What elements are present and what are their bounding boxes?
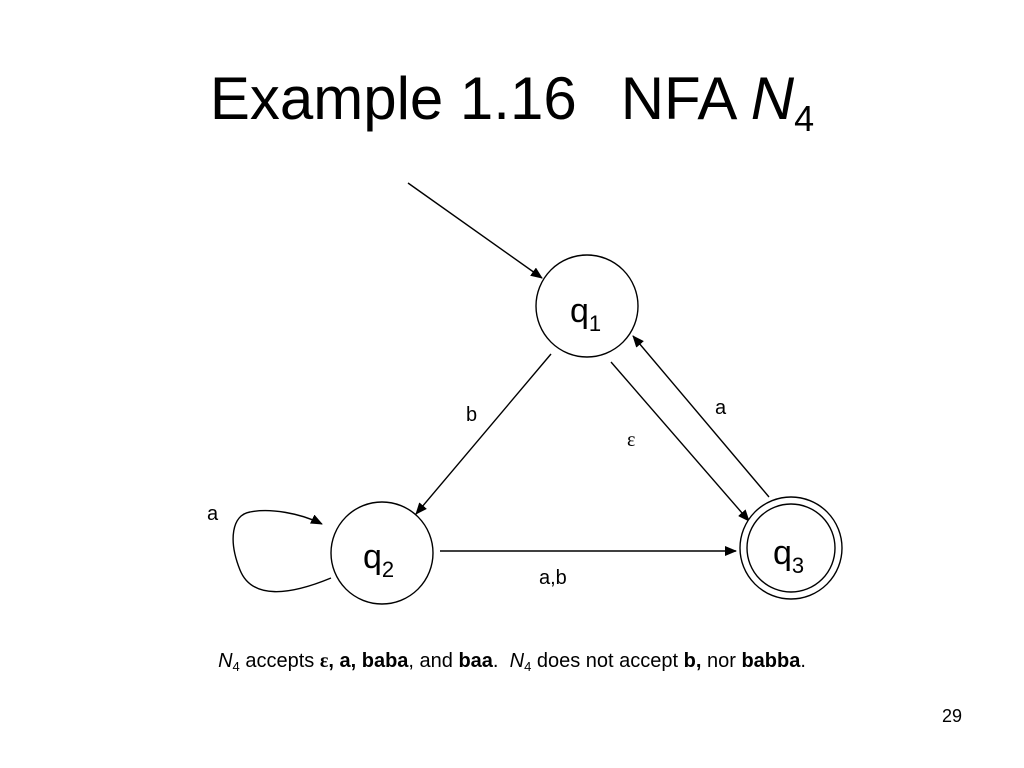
state-q3-label: q3	[773, 534, 804, 578]
caption-accepts: accepts	[245, 650, 315, 672]
state-q2-label: q2	[363, 538, 394, 582]
caption-machine-2-sub: 4	[524, 659, 532, 674]
state-q1	[535, 254, 639, 358]
caption-epsilon: ε	[319, 650, 329, 672]
state-q3-accept-ring	[746, 503, 836, 593]
edge-q1-q2	[415, 353, 552, 515]
start-arrow	[407, 182, 543, 279]
caption-machine-sub: 4	[232, 659, 240, 674]
slide-number: 29	[941, 706, 962, 726]
edge-q2-q3-label: a,b	[539, 567, 567, 589]
caption-baa: baa	[458, 650, 493, 672]
caption-accepted-list: , a, baba	[328, 650, 409, 672]
caption-end: .	[800, 650, 806, 672]
caption-nor: nor	[706, 650, 736, 672]
caption-period: .	[492, 650, 499, 672]
state-q2	[330, 501, 434, 605]
caption-b: b,	[683, 650, 702, 672]
edge-q2-loop	[232, 509, 332, 593]
edge-q2-loop-label: a	[207, 503, 219, 525]
edge-q1-q2-label: b	[466, 404, 477, 426]
title-machine: NFA	[620, 65, 735, 132]
caption-machine: N	[218, 650, 233, 672]
state-q1-label: q1	[570, 292, 601, 336]
edge-q3-q1-label: a	[715, 397, 727, 419]
caption: N4 accepts ε, a, baba, and baa. N4 does …	[0, 650, 1024, 673]
caption-and: , and	[408, 650, 453, 672]
slide-title: Example 1.16 NFA N4	[0, 62, 1024, 139]
edge-q1-q3	[610, 361, 750, 522]
state-q3	[739, 496, 843, 600]
title-prefix: Example 1.16	[209, 65, 577, 132]
title-machine-name: N	[750, 65, 795, 132]
caption-machine-2: N	[509, 650, 525, 672]
caption-not-accept: does not accept	[536, 650, 679, 672]
caption-babba: babba	[741, 650, 801, 672]
edge-q3-q1	[632, 335, 770, 498]
title-machine-subscript: 4	[794, 98, 815, 139]
edge-q1-q3-label: ε	[627, 429, 635, 451]
